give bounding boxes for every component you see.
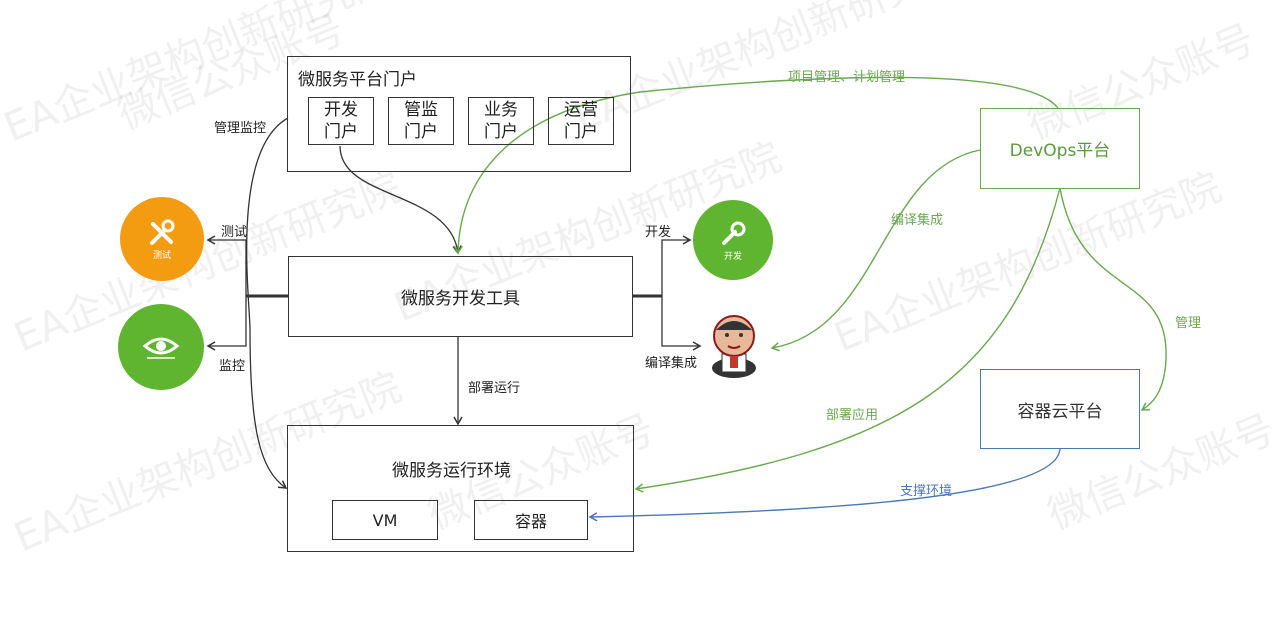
container-cloud-box: 容器云平台 xyxy=(980,369,1140,449)
portal-label: 开发 xyxy=(324,100,358,120)
portal-label: 门户 xyxy=(564,122,598,142)
label-manage: 管理 xyxy=(1175,316,1202,331)
portal-label: 门户 xyxy=(404,122,438,142)
label-project-plan: 项目管理、计划管理 xyxy=(788,70,906,85)
portal-label: 管监 xyxy=(404,100,438,120)
develop-circle: 开发 xyxy=(693,200,773,280)
container-label: 容器 xyxy=(514,512,547,531)
test-tool-circle: 测试 xyxy=(120,197,204,281)
container-cloud-title: 容器云平台 xyxy=(1017,401,1103,422)
test-caption: 测试 xyxy=(152,250,171,261)
wrench-icon xyxy=(722,221,746,245)
label-deploy-app: 部署应用 xyxy=(826,408,879,423)
monitor-portal: 管监 门户 xyxy=(388,97,454,145)
tools-icon xyxy=(150,219,175,245)
devtools-box: 微服务开发工具 xyxy=(288,256,633,337)
devops-title: DevOps平台 xyxy=(1009,141,1111,161)
portal-label: 运营 xyxy=(564,100,598,120)
label-manage-monitor: 管理监控 xyxy=(214,121,267,136)
label-monitor: 监控 xyxy=(219,359,246,374)
monitor-circle xyxy=(118,304,204,390)
portal-label: 门户 xyxy=(324,122,358,142)
portal-title: 微服务平台门户 xyxy=(298,70,417,90)
portal-box: 微服务平台门户 开发 门户 管监 门户 业务 门户 运营 门户 xyxy=(287,56,631,172)
eye-icon xyxy=(142,337,180,359)
portal-label: 业务 xyxy=(484,100,518,120)
runtime-box: 微服务运行环境 VM 容器 xyxy=(287,425,634,552)
devtools-title: 微服务开发工具 xyxy=(401,289,520,309)
runtime-title: 微服务运行环境 xyxy=(392,461,511,481)
dev-portal: 开发 门户 xyxy=(308,97,374,145)
vm-box: VM xyxy=(332,500,438,540)
devops-box: DevOps平台 xyxy=(980,108,1140,189)
label-devops-build: 编译集成 xyxy=(891,213,944,228)
business-portal: 业务 门户 xyxy=(468,97,534,145)
label-build-integrate: 编译集成 xyxy=(645,356,698,371)
label-deploy-run: 部署运行 xyxy=(468,381,521,396)
vm-label: VM xyxy=(372,510,398,530)
label-test: 测试 xyxy=(221,225,248,240)
portal-label: 门户 xyxy=(484,122,518,142)
label-develop: 开发 xyxy=(645,225,672,240)
jenkins-icon xyxy=(706,308,762,378)
container-box: 容器 xyxy=(474,500,588,540)
ops-portal: 运营 门户 xyxy=(548,97,614,145)
label-support-env: 支撑环境 xyxy=(900,484,953,499)
develop-caption: 开发 xyxy=(723,251,742,262)
